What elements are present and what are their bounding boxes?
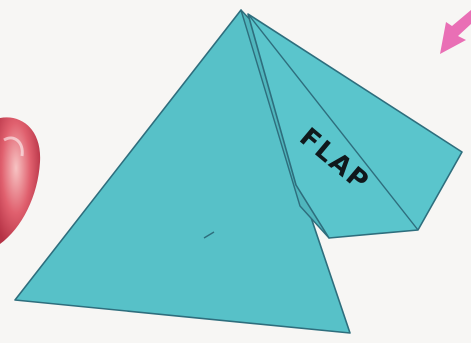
pink-arrow-icon — [440, 10, 471, 54]
red-blob-decoration — [0, 117, 40, 244]
